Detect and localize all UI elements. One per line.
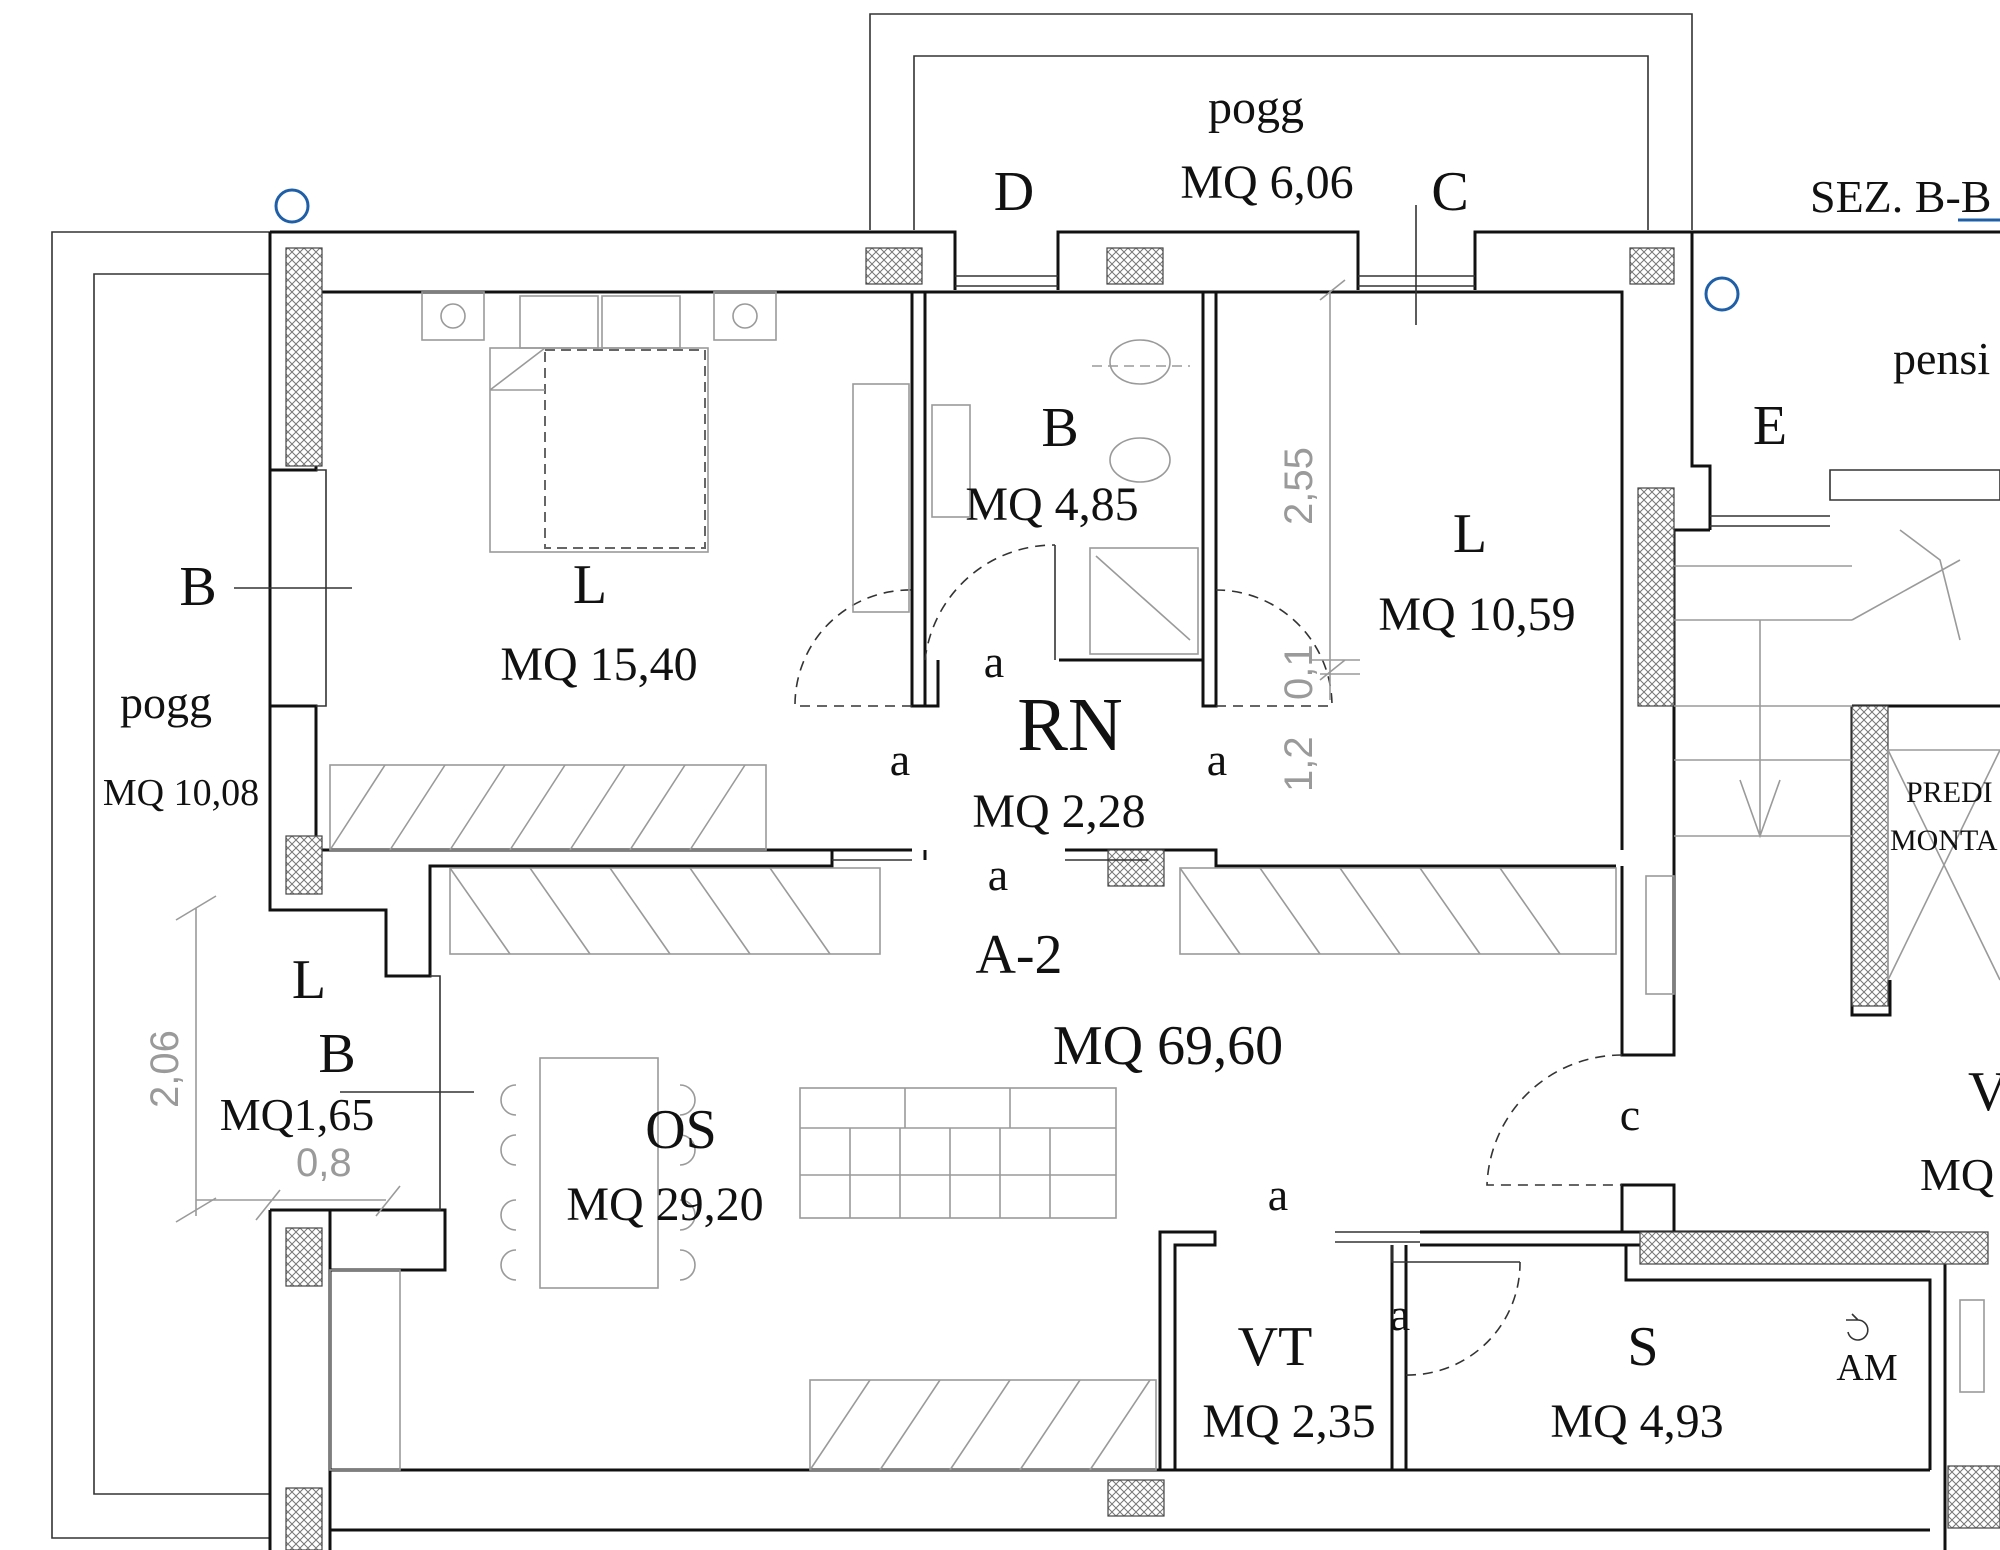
wall-columns bbox=[285, 247, 2000, 1550]
bath-area: MQ 4,85 bbox=[965, 478, 1138, 531]
wardrobe-units bbox=[329, 383, 1617, 1471]
dimension-lines bbox=[175, 205, 1417, 1223]
vt-area: MQ 2,35 bbox=[1202, 1395, 1375, 1448]
os-area: MQ 29,20 bbox=[566, 1178, 763, 1231]
letter-c: C bbox=[1431, 161, 1468, 223]
survey-marker-left bbox=[274, 188, 310, 224]
door-a-right: a bbox=[1207, 734, 1227, 785]
pogg-top-code: pogg bbox=[1208, 81, 1304, 134]
small-bath-b: B bbox=[318, 1023, 355, 1085]
bathroom-fixtures bbox=[931, 339, 1199, 655]
predi-label: PREDI bbox=[1906, 776, 1993, 809]
v-right-label: V bbox=[1968, 1061, 2000, 1123]
unit-area: MQ 69,60 bbox=[1053, 1015, 1283, 1077]
dining-table bbox=[500, 1057, 696, 1289]
pogg-left-code: pogg bbox=[120, 677, 212, 728]
door-c: c bbox=[1620, 1089, 1640, 1140]
door-a-bottom: a bbox=[988, 849, 1008, 900]
dim-0-8: 0,8 bbox=[296, 1141, 352, 1185]
balcony-left-outline bbox=[51, 231, 270, 1539]
bed-left-code: L bbox=[573, 554, 607, 616]
rotate-icon bbox=[1846, 1313, 1869, 1341]
letter-b-side: B bbox=[179, 556, 216, 618]
letter-d: D bbox=[994, 161, 1034, 223]
door-a-vt: a bbox=[1268, 1169, 1288, 1220]
sofa bbox=[799, 1087, 1117, 1219]
s-code: S bbox=[1627, 1316, 1658, 1378]
pensi-label: pensi bbox=[1893, 333, 1990, 384]
door-a-left: a bbox=[890, 734, 910, 785]
monta-label: MONTA bbox=[1890, 824, 1998, 857]
stair-area bbox=[1645, 529, 2000, 1393]
bed-right-code: L bbox=[1453, 503, 1487, 565]
rn-code: RN bbox=[1017, 683, 1123, 767]
am-label: AM bbox=[1836, 1347, 1897, 1389]
doors bbox=[794, 544, 1623, 1376]
os-code: OS bbox=[645, 1099, 717, 1161]
section-label: SEZ. B-B bbox=[1810, 171, 1991, 222]
vt-code: VT bbox=[1238, 1316, 1313, 1378]
interior-walls bbox=[316, 290, 2000, 1550]
small-bath-l: L bbox=[292, 949, 326, 1011]
survey-marker-right bbox=[1704, 276, 1740, 312]
s-area: MQ 4,93 bbox=[1550, 1395, 1723, 1448]
dim-2-55: 2,55 bbox=[1277, 447, 1321, 525]
pogg-left-area: MQ 10,08 bbox=[103, 772, 259, 814]
small-bath-area: MQ1,65 bbox=[220, 1089, 375, 1140]
dim-1-2: 1,2 bbox=[1277, 736, 1321, 792]
bed-right-area: MQ 10,59 bbox=[1378, 588, 1575, 641]
letter-e: E bbox=[1753, 395, 1787, 457]
exterior-walls bbox=[268, 230, 2000, 1550]
bed-left-area: MQ 15,40 bbox=[500, 638, 697, 691]
door-a-s: a bbox=[1390, 1289, 1410, 1340]
dim-2-06: 2,06 bbox=[143, 1030, 187, 1108]
unit-code: A-2 bbox=[975, 924, 1062, 986]
mq-right-label: MQ bbox=[1920, 1149, 1994, 1200]
rn-area: MQ 2,28 bbox=[972, 785, 1145, 838]
door-a-top: a bbox=[984, 636, 1004, 687]
dim-0-1: 0,1 bbox=[1277, 644, 1321, 700]
pogg-top-area: MQ 6,06 bbox=[1180, 156, 1353, 209]
double-bed bbox=[421, 291, 777, 553]
balcony-top-outline bbox=[869, 13, 1693, 230]
bath-code: B bbox=[1041, 397, 1078, 459]
